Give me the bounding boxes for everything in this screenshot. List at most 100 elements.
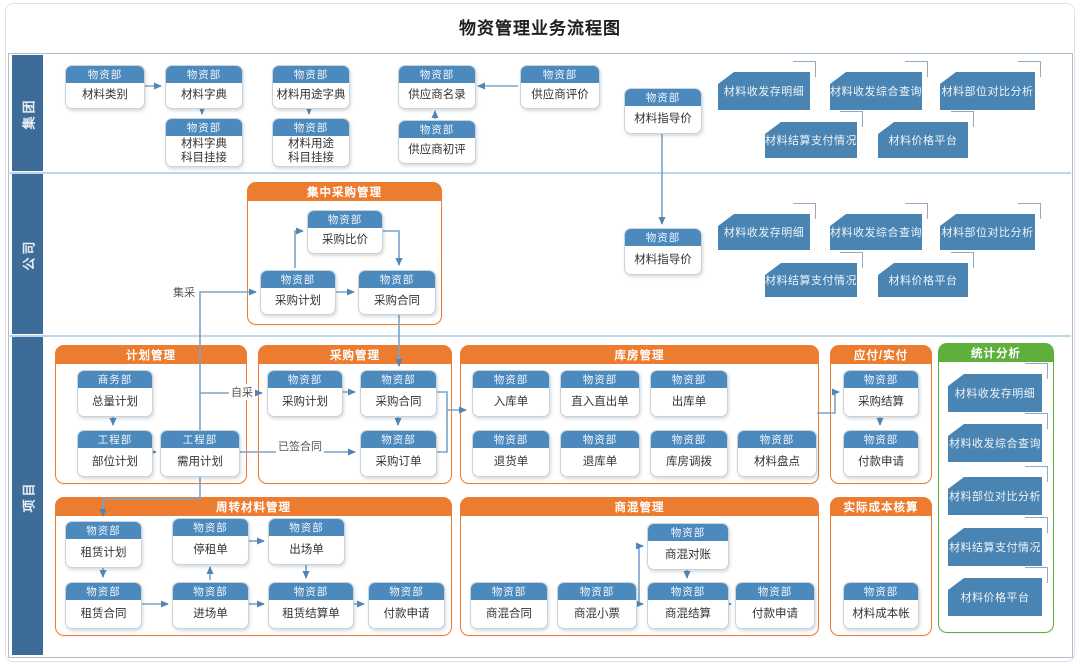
node-stop-lease-order: 物资部停租单 [172,518,249,565]
node-dept-label: 物资部 [273,66,349,83]
node-dept-label: 物资部 [273,119,349,136]
node-label: 材料盘点 [754,455,800,468]
report-card-c-inout-query: 材料收发综合查询 [830,203,928,250]
node-dict-subject-link: 物资部材料字典 科目挂接 [165,118,243,167]
node-dept-label: 物资部 [359,271,435,288]
report-card-s-inout-query: 材料收发综合查询 [948,413,1048,462]
report-label: 材料收发存明细 [718,72,810,110]
node-dept-label: 物资部 [521,66,599,83]
node-label: 材料指导价 [634,253,692,266]
node-material-usage-dict: 物资部材料用途字典 [272,65,350,109]
lane-bar-company: 公司 [12,174,43,334]
node-dept-label: 工程部 [78,431,152,448]
corner-bracket-icon [905,203,928,219]
report-label: 材料部位对比分析 [940,72,1035,110]
report-label: 材料价格平台 [878,122,968,158]
node-label: 付款申请 [383,607,430,620]
node-dept-label: 物资部 [738,431,816,448]
node-dept-label: 物资部 [399,66,475,83]
node-dept-label: 商务部 [78,371,152,388]
node-dept-label: 物资部 [166,119,242,136]
node-dept-label: 物资部 [651,431,727,448]
corner-bracket-icon [793,203,816,219]
node-dept-label: 物资部 [269,583,353,600]
node-supplier-initial-eval: 物资部供应商初评 [398,120,476,164]
node-label: 材料成本帐 [852,607,910,620]
node-label: 采购计划 [282,395,328,408]
lane-bar-project: 项目 [12,337,43,655]
node-label: 材料指导价 [634,113,692,126]
node-return-goods-order: 物资部退货单 [472,430,550,477]
node-lease-plan: 物资部租赁计划 [65,521,142,568]
lane-separator [8,172,1071,174]
report-label: 材料收发存明细 [718,214,810,250]
node-lease-settlement-order: 物资部租赁结算单 [268,582,354,629]
node-label: 需用计划 [177,455,223,468]
node-dept-label: 物资部 [651,371,727,388]
node-label: 租赁合同 [80,607,127,620]
report-card-c-inout-detail: 材料收发存明细 [718,203,816,250]
node-label: 部位计划 [92,455,138,468]
node-exit-order: 物资部出场单 [268,518,345,565]
node-dept-label: 物资部 [844,371,918,388]
group-header-warehouse-management: 库房管理 [461,346,818,364]
report-card-g-inout-detail: 材料收发存明细 [718,61,816,110]
node-label: 退货单 [493,455,529,468]
node-supplier-directory: 物资部供应商名录 [398,65,476,109]
node-warehouse-transfer: 物资部库房调拨 [650,430,728,477]
corner-bracket-icon [951,252,974,268]
corner-bracket-icon [1025,413,1048,429]
report-card-g-inout-query: 材料收发综合查询 [830,61,928,110]
node-purchase-contract-proj: 物资部采购合同 [360,370,437,417]
group-header-turnover-material: 周转材料管理 [56,498,451,516]
lane-label-project: 项目 [21,479,37,513]
node-purchase-plan-company: 物资部采购计划 [260,270,336,315]
node-part-plan: 工程部部位计划 [77,430,153,477]
node-material-cost-book: 物资部材料成本帐 [843,582,919,629]
report-label: 材料收发综合查询 [830,72,922,110]
report-label: 材料部位对比分析 [948,477,1042,515]
report-card-s-part-compare: 材料部位对比分析 [948,466,1048,515]
node-purchase-contract-co: 物资部采购合同 [358,270,436,315]
node-label: 商混对账 [665,548,711,561]
node-dept-label: 物资部 [558,583,636,600]
lane-label-group: 集团 [21,96,37,130]
group-header-plan-management: 计划管理 [56,346,246,364]
node-material-inventory: 物资部材料盘点 [737,430,817,477]
node-purchase-plan-project: 物资部采购计划 [267,370,343,417]
node-label: 付款申请 [858,455,904,468]
corner-bracket-icon [840,111,863,127]
report-card-c-settle-pay: 材料结算支付情况 [765,252,863,297]
node-dept-label: 工程部 [161,431,239,448]
node-label: 采购结算 [858,395,904,408]
node-label: 采购订单 [375,455,422,468]
report-card-c-part-compare: 材料部位对比分析 [940,203,1041,250]
node-label: 入库单 [493,395,529,408]
report-label: 材料收发存明细 [948,374,1042,412]
node-concrete-ticket: 物资部商混小票 [557,582,637,629]
node-dept-label: 物资部 [261,271,335,288]
node-dept-label: 物资部 [844,431,918,448]
node-label: 租赁结算单 [282,607,340,620]
corner-bracket-icon [1025,363,1048,379]
group-header-concrete-management: 商混管理 [461,498,818,516]
group-header-payable-actual: 应付/实付 [831,346,931,364]
node-label: 材料字典 科目挂接 [181,137,227,164]
node-label: 采购计划 [275,294,321,307]
node-label: 库房调拨 [666,455,712,468]
corner-bracket-icon [905,61,928,77]
node-guide-price-company: 物资部材料指导价 [624,228,702,275]
group-header-centralized-procurement: 集中采购管理 [248,183,441,201]
node-label: 采购合同 [375,395,422,408]
node-material-category: 物资部材料类别 [65,65,145,109]
report-label: 材料价格平台 [948,578,1042,616]
node-label: 商混结算 [665,607,711,620]
node-dept-label: 物资部 [648,583,728,600]
report-label: 材料部位对比分析 [940,214,1035,250]
node-dept-label: 物资部 [736,583,814,600]
node-dept-label: 物资部 [173,519,248,536]
node-dept-label: 物资部 [268,371,342,388]
node-dept-label: 物资部 [173,583,248,600]
node-dept-label: 物资部 [361,431,436,448]
